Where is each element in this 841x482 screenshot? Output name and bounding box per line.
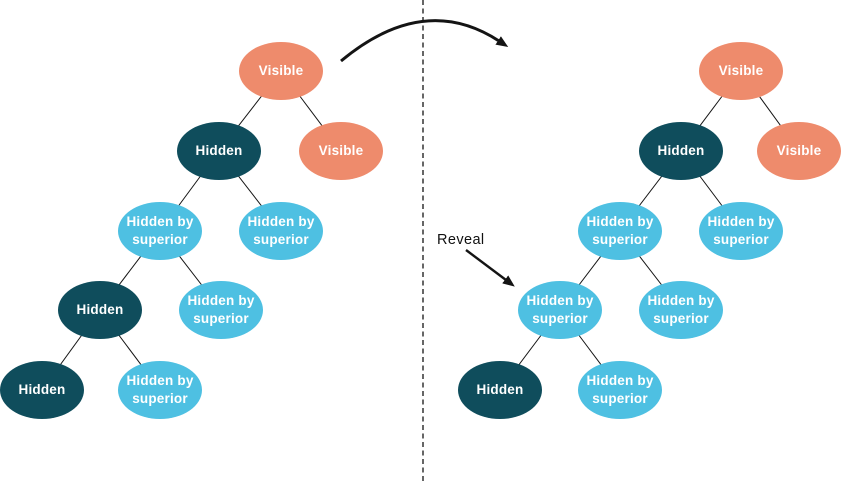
tree-node-hidden-by-superior: Hidden by superior <box>578 202 662 260</box>
tree-node-hidden: Hidden <box>58 281 142 339</box>
tree-node-hidden-by-superior: Hidden by superior <box>578 361 662 419</box>
tree-node-visible: Visible <box>239 42 323 100</box>
tree-node-revealed-hidden-by-superior: Hidden by superior <box>518 281 602 339</box>
tree-node-hidden: Hidden <box>639 122 723 180</box>
tree-node-visible: Visible <box>299 122 383 180</box>
tree-node-visible: Visible <box>757 122 841 180</box>
tree-node-visible: Visible <box>699 42 783 100</box>
tree-node-hidden-by-superior: Hidden by superior <box>239 202 323 260</box>
transition-arrow <box>340 19 509 63</box>
tree-node-hidden-by-superior: Hidden by superior <box>179 281 263 339</box>
reveal-label: Reveal <box>437 232 485 248</box>
tree-node-hidden-by-superior: Hidden by superior <box>699 202 783 260</box>
tree-node-hidden-by-superior: Hidden by superior <box>118 361 202 419</box>
tree-node-hidden: Hidden <box>0 361 84 419</box>
tree-node-hidden: Hidden <box>177 122 261 180</box>
tree-node-hidden-by-superior: Hidden by superior <box>639 281 723 339</box>
reveal-arrow <box>465 249 515 287</box>
tree-node-hidden: Hidden <box>458 361 542 419</box>
tree-node-hidden-by-superior: Hidden by superior <box>118 202 202 260</box>
